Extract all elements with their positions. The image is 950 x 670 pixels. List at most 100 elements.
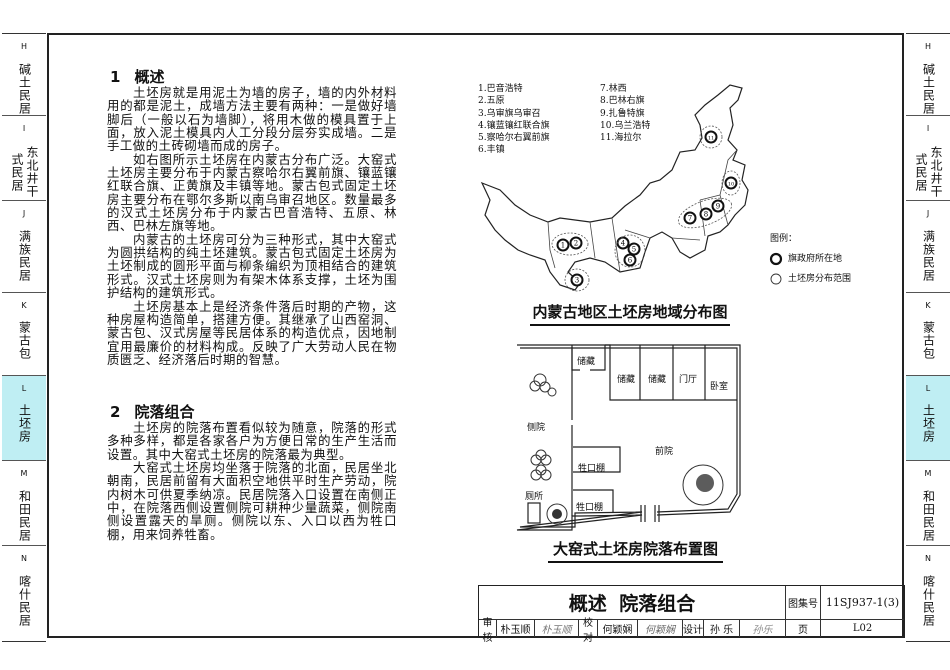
designer-name: 孙 乐 xyxy=(704,620,740,637)
drawing-title: 概述 院落组合 xyxy=(479,586,786,620)
side-tab-h[interactable]: H 碱土民居 xyxy=(906,34,950,116)
room-entry-hall: 门厅 xyxy=(679,375,698,385)
paragraph: 土坯房的院落布置看似较为随意，院落的形式多种多样，都是各家各户为方便日常的生产生… xyxy=(107,420,397,462)
checker-signature: 何颖娴 xyxy=(638,620,683,637)
paragraph: 大窑式土坯房均坐落于院落的北面，民居坐北朝南，民居前留有大面积空地供平时生产劳动… xyxy=(107,460,397,542)
design-label: 设计 xyxy=(683,620,704,637)
svg-text:1: 1 xyxy=(561,242,565,250)
tab-name: 和田民居 xyxy=(921,490,936,542)
place-item: 7.林西 xyxy=(600,84,627,94)
map-marker-8: 8 xyxy=(699,207,713,221)
section-2-body: 土坯房的院落布置看似较为随意，院落的形式多种多样，都是各家各户为方便日常的生产生… xyxy=(107,421,397,541)
place-item: 2.五原 xyxy=(478,96,505,107)
side-tab-l[interactable]: L 土坯房 xyxy=(906,376,950,461)
tab-name: 碱土民居 xyxy=(17,63,32,115)
place-item: 9.扎鲁特旗 xyxy=(600,108,645,119)
svg-text:2: 2 xyxy=(574,240,578,248)
svg-text:6: 6 xyxy=(628,257,633,265)
tab-name: 蒙古包 xyxy=(17,321,32,360)
paragraph: 土坯房就是用泥土为墙的房子，墙的内外材料用的都是泥土，成墙方法主要有两种：一是做… xyxy=(107,85,397,154)
tab-name: 土坯房 xyxy=(17,404,32,443)
tab-letter: I xyxy=(22,124,26,133)
tab-name: 满族民居 xyxy=(921,230,936,282)
side-tab-m[interactable]: M 和田民居 xyxy=(906,461,950,546)
legend-thin-circle-icon xyxy=(770,273,782,285)
tab-letter: N xyxy=(925,554,931,563)
tab-letter: I xyxy=(926,124,930,133)
tab-name: 满族民居 xyxy=(17,230,32,282)
section-title: 院落组合 xyxy=(134,403,195,421)
tab-name: 喀什民居 xyxy=(921,575,936,627)
tab-name: 碱土民居 xyxy=(921,63,936,115)
designer-signature: 孙乐 xyxy=(740,620,786,637)
section-number: 2 xyxy=(110,403,121,421)
side-tab-h[interactable]: H 碱土民居 xyxy=(2,34,46,116)
tab-name: 和田民居 xyxy=(17,490,32,542)
paragraph: 如右图所示土坯房在内蒙古分布广泛。大窑式土坯房主要分布于内蒙古察哈尔右翼前旗、镶… xyxy=(107,151,397,234)
svg-text:10: 10 xyxy=(728,182,734,188)
atlas-label: 图集号 xyxy=(786,586,821,620)
tab-letter: N xyxy=(21,554,27,563)
svg-text:7: 7 xyxy=(688,215,692,223)
map-marker-10: 10 xyxy=(724,176,738,190)
tab-letter: M xyxy=(924,469,932,478)
review-label: 审核 xyxy=(479,618,497,644)
section-1-heading: 1 概述 xyxy=(110,66,178,87)
map-marker-1: 1 xyxy=(556,238,570,252)
place-item: 11.海拉尔 xyxy=(600,133,642,144)
side-tab-k[interactable]: K 蒙古包 xyxy=(2,293,46,376)
side-yard-label: 侧院 xyxy=(527,423,546,433)
tab-name: 东北井干式民居 xyxy=(10,146,39,198)
tab-letter: L xyxy=(925,384,931,393)
livestock-shed-2: 牲口棚 xyxy=(576,503,604,513)
legend-title: 图例： xyxy=(770,234,798,244)
map-marker-11: 11 xyxy=(704,130,718,144)
legend-label: 旗政府所在地 xyxy=(788,254,843,264)
svg-text:5: 5 xyxy=(632,246,636,254)
room-storage-2: 储藏 xyxy=(648,375,667,385)
section-1-body: 土坯房就是用泥土为墙的房子，墙的内外材料用的都是泥土，成墙方法主要有两种：一是做… xyxy=(107,86,397,366)
side-tab-n[interactable]: N 喀什民居 xyxy=(906,546,950,641)
section-title: 概述 xyxy=(134,68,165,86)
title-block: 概述 院落组合 图集号 11SJ937-1(3) 审核 朴玉顺 朴玉顺 校对 何… xyxy=(478,585,905,644)
place-list-a: 1.巴音浩特 2.五原 3.乌审旗乌审召 4.镶蓝镶红联合旗 5.察哈尔右翼前旗… xyxy=(478,83,550,157)
tab-letter: H xyxy=(20,42,27,51)
map-marker-2: 2 xyxy=(569,236,583,250)
svg-text:11: 11 xyxy=(708,136,714,142)
paragraph: 内蒙古的土坯房可分为三种形式，其中大窑式为圆拱结构的纯土坯建筑。蒙古包式固定土坯… xyxy=(107,231,397,301)
reviewer-name: 朴玉顺 xyxy=(497,620,535,637)
tab-name: 喀什民居 xyxy=(17,575,32,627)
svg-text:9: 9 xyxy=(716,203,720,211)
livestock-shed-1: 牲口棚 xyxy=(578,464,606,474)
svg-text:3: 3 xyxy=(575,277,579,285)
tab-name: 土坯房 xyxy=(921,404,936,443)
place-list-b: 7.林西 8.巴林右旗 9.扎鲁特旗 10.乌兰浩特 11.海拉尔 xyxy=(600,83,650,144)
plan-caption: 大窑式土坯房院落布置图 xyxy=(548,538,723,563)
toilet-label: 厕所 xyxy=(525,492,544,502)
check-label: 校对 xyxy=(579,618,598,644)
atlas-number: 11SJ937-1(3) xyxy=(821,586,904,620)
side-tab-n[interactable]: N 喀什民居 xyxy=(2,546,46,641)
page-number: L02 xyxy=(852,623,873,634)
tab-letter: K xyxy=(21,301,27,310)
map-marker-6: 6 xyxy=(623,253,637,267)
map-caption: 内蒙古地区土坯房地域分布图 xyxy=(530,301,730,326)
section-2-heading: 2 院落组合 xyxy=(110,401,208,422)
side-tab-i[interactable]: I 东北井干式民居 xyxy=(2,116,46,201)
tab-letter: H xyxy=(924,42,931,51)
map-marker-3: 3 xyxy=(570,273,584,287)
section-number: 1 xyxy=(110,68,121,86)
checker-name: 何颖娴 xyxy=(598,620,638,637)
legend-thick-circle-icon xyxy=(769,252,783,266)
map-marker-5: 5 xyxy=(627,242,641,256)
tab-name: 蒙古包 xyxy=(921,321,936,360)
front-yard-label: 前院 xyxy=(655,447,674,457)
